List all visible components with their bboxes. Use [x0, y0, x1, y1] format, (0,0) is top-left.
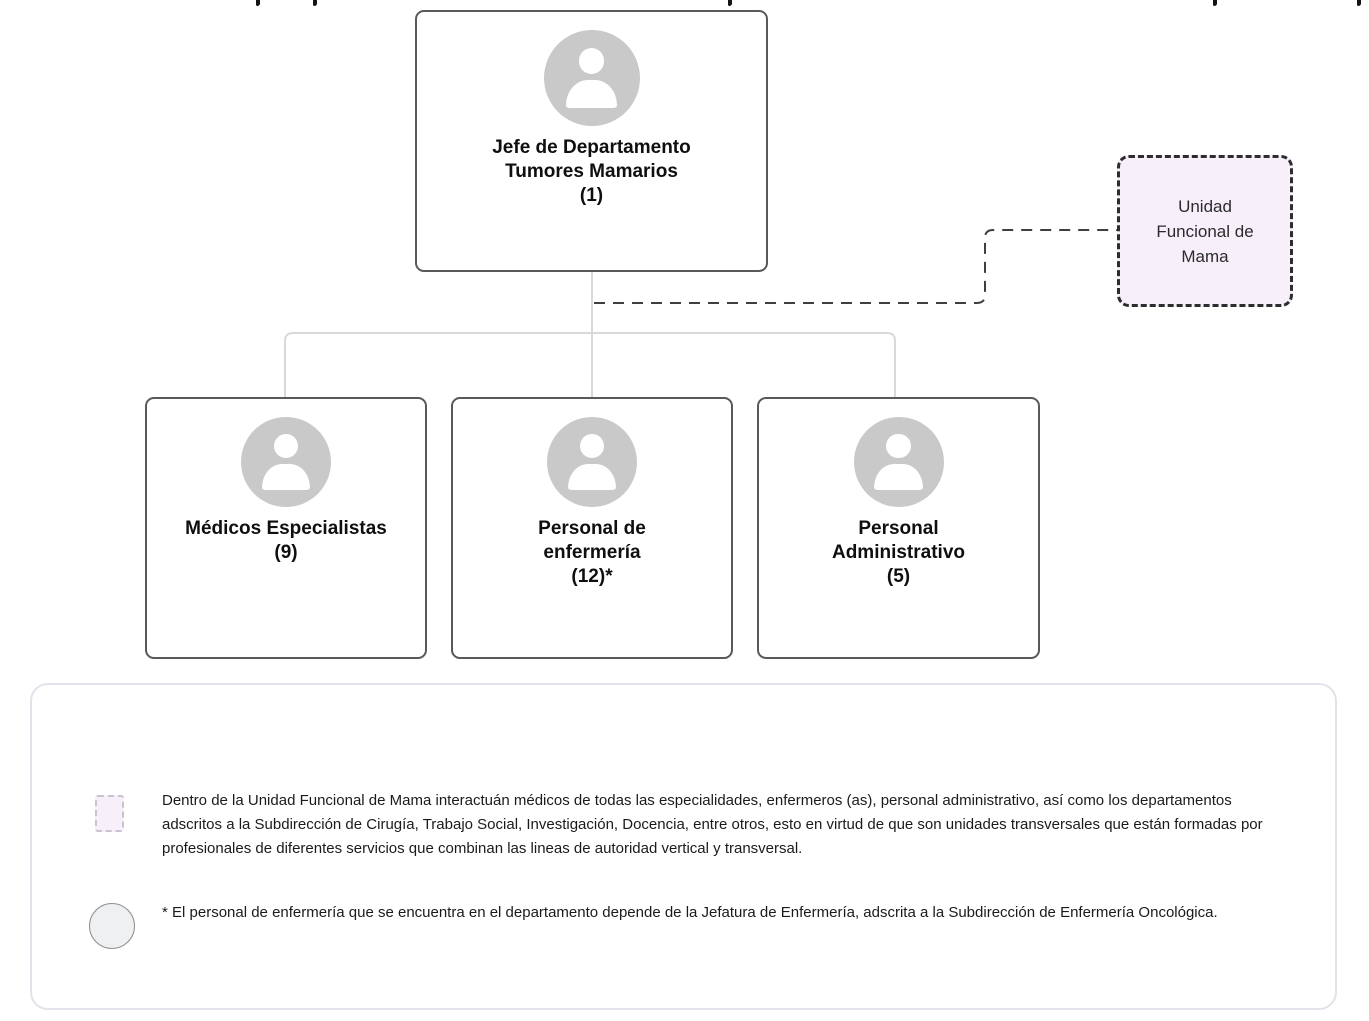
node-label-line: Jefe de Departamento: [492, 137, 691, 158]
cutoff-title-fragment: [1213, 0, 1217, 6]
node-label: Jefe de Departamento Tumores Mamarios (1…: [492, 136, 691, 208]
node-label: Médicos Especialistas (9): [185, 517, 387, 565]
legend-panel: Dentro de la Unidad Funcional de Mama in…: [30, 683, 1337, 1010]
node-personal-enfermeria: Personal de enfermería (12)*: [451, 397, 733, 659]
gray-circle-icon: [89, 903, 135, 949]
node-medicos-especialistas: Médicos Especialistas (9): [145, 397, 427, 659]
node-label: Personal Administrativo (5): [832, 517, 965, 589]
legend-note-enfermeria: * El personal de enfermería que se encue…: [162, 904, 1218, 921]
node-label: Personal de enfermería (12)*: [538, 517, 646, 589]
cutoff-title-fragment: [256, 0, 260, 6]
node-label-line: Unidad: [1178, 196, 1232, 216]
node-headcount: (12)*: [571, 566, 613, 587]
node-label-line: enfermería: [543, 542, 641, 563]
cutoff-title-fragment: [1357, 0, 1361, 6]
node-label-line: Mama: [1181, 246, 1229, 266]
node-label-line: Tumores Mamarios: [505, 161, 678, 182]
node-personal-administrativo: Personal Administrativo (5): [757, 397, 1040, 659]
edge-jefe-medicos: [284, 332, 592, 397]
cutoff-title-fragment: [728, 0, 732, 6]
node-headcount: (1): [579, 185, 604, 206]
edge-jefe-unidad-dashed: [594, 229, 1117, 304]
person-icon: [241, 417, 331, 507]
node-label: Unidad Funcional de Mama: [1156, 194, 1253, 269]
person-icon: [547, 417, 637, 507]
node-headcount: (5): [886, 566, 911, 587]
legend-note-unidad: Dentro de la Unidad Funcional de Mama in…: [162, 792, 1263, 857]
node-headcount: (9): [274, 542, 298, 563]
node-label-line: Médicos Especialistas: [185, 518, 387, 539]
node-label-line: Funcional de: [1156, 221, 1254, 241]
person-icon: [543, 30, 640, 126]
cutoff-title-fragment: [313, 0, 317, 6]
dashed-lavender-square-icon: [95, 795, 124, 832]
node-unidad-funcional: Unidad Funcional de Mama: [1117, 155, 1293, 307]
person-icon: [853, 417, 944, 507]
edge-jefe-admin: [592, 332, 896, 397]
node-label-line: Personal: [858, 518, 939, 539]
node-jefe-departamento: Jefe de Departamento Tumores Mamarios (1…: [415, 10, 768, 272]
node-label-line: Personal de: [538, 518, 646, 539]
node-label-line: Administrativo: [831, 542, 966, 563]
